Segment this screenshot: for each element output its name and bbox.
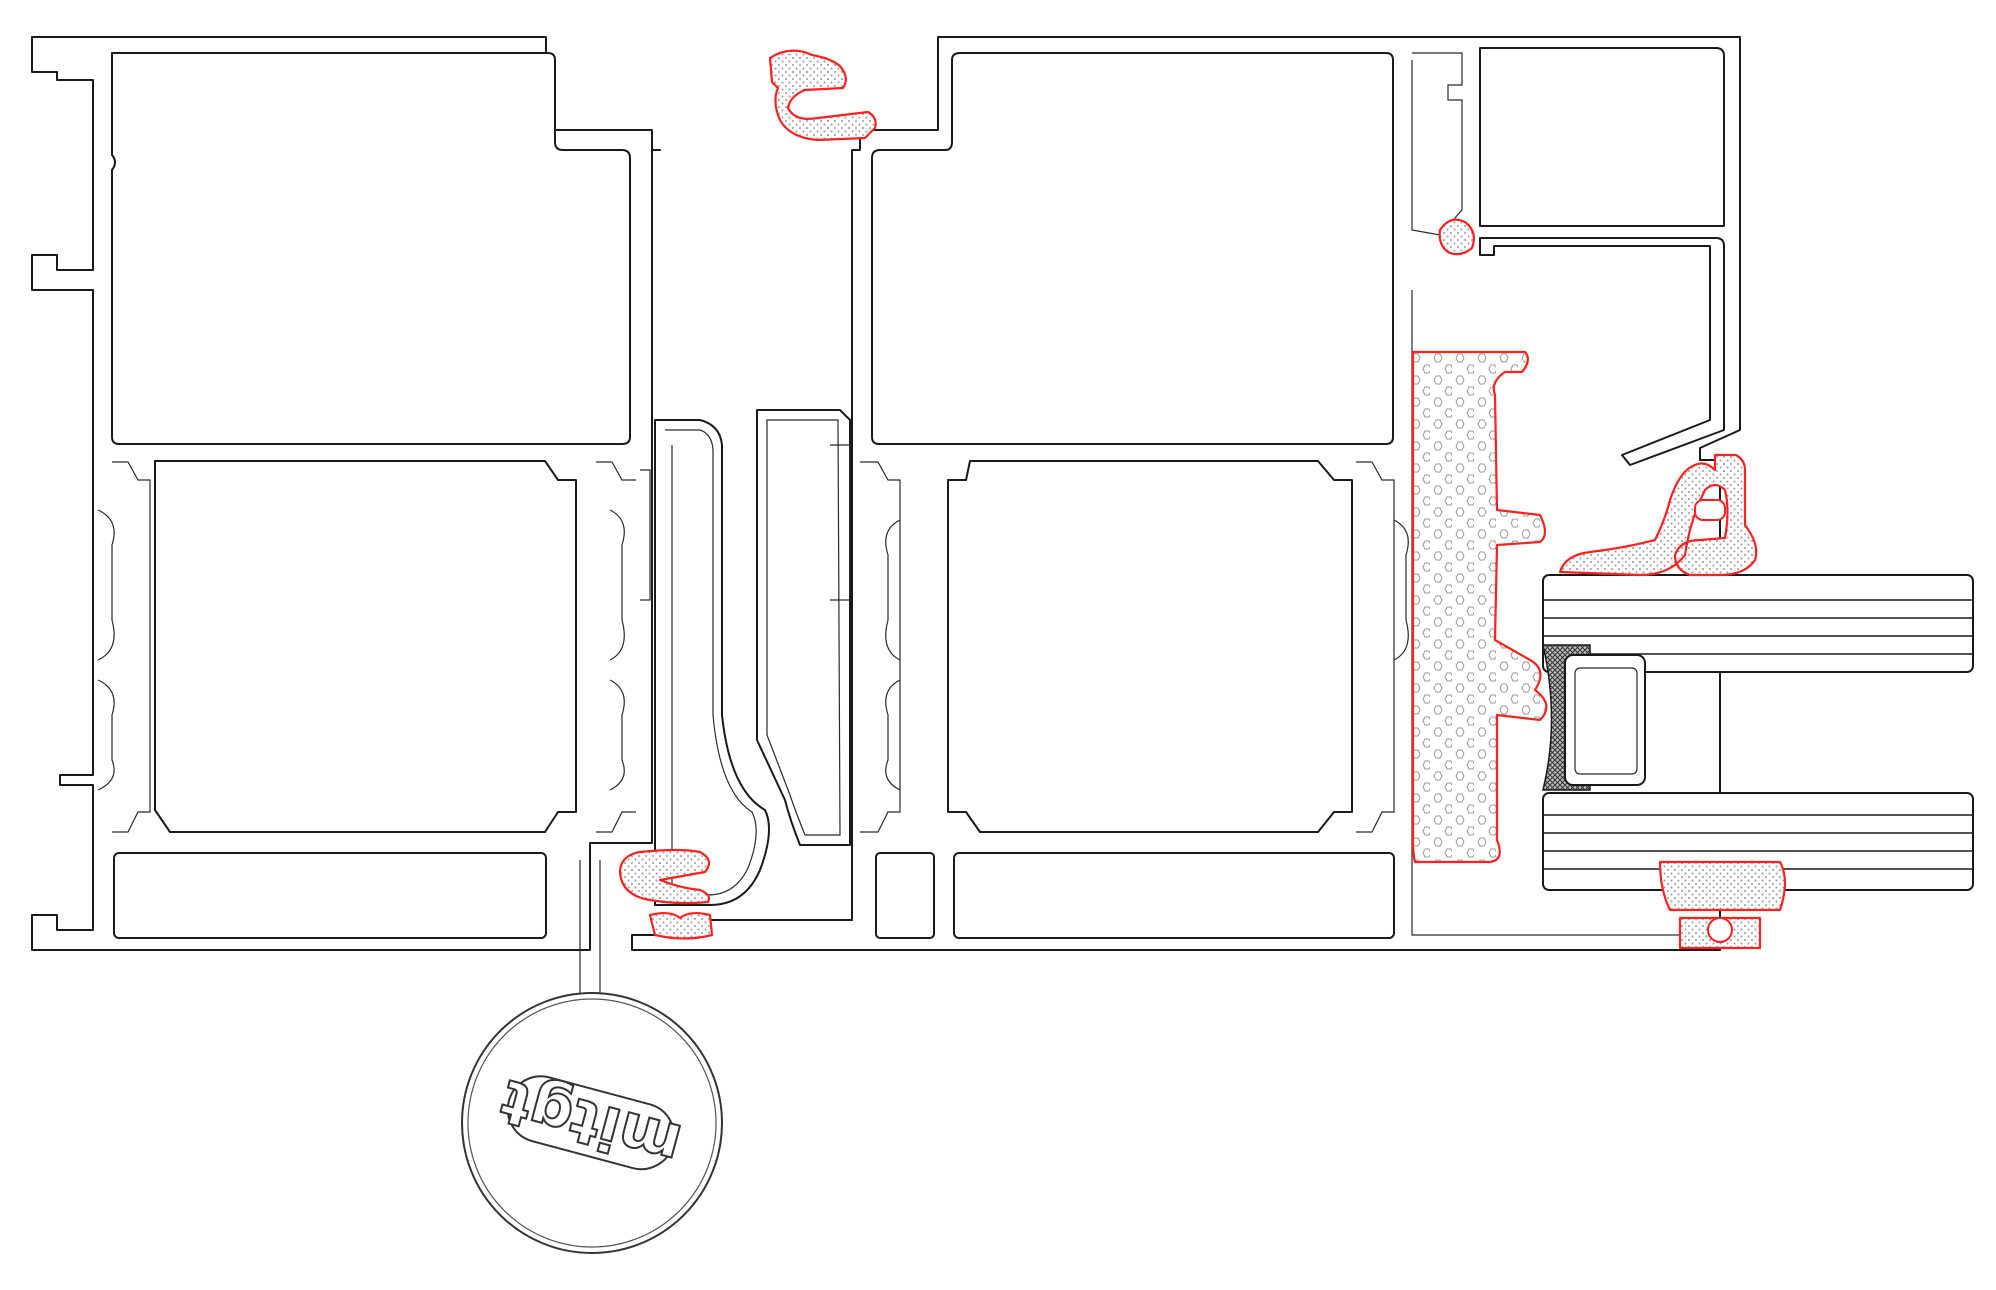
gasket-bottom-center-lower [648,911,714,940]
gasket-glazing-wedge [1558,453,1758,577]
thermal-foam-insert [1411,350,1548,864]
handle-disc: mitgt [461,860,723,1254]
insulated-glass-unit [1542,574,1974,891]
gasket-bottom-glazing [1658,860,1787,950]
gasket-top-glazing [1438,218,1475,256]
outer-frame-profile [31,36,661,951]
gasket-bottom-center-upper [618,848,711,905]
interlock-profile [640,409,851,906]
gasket-top-center [768,49,877,142]
sash-profile [631,36,1741,951]
